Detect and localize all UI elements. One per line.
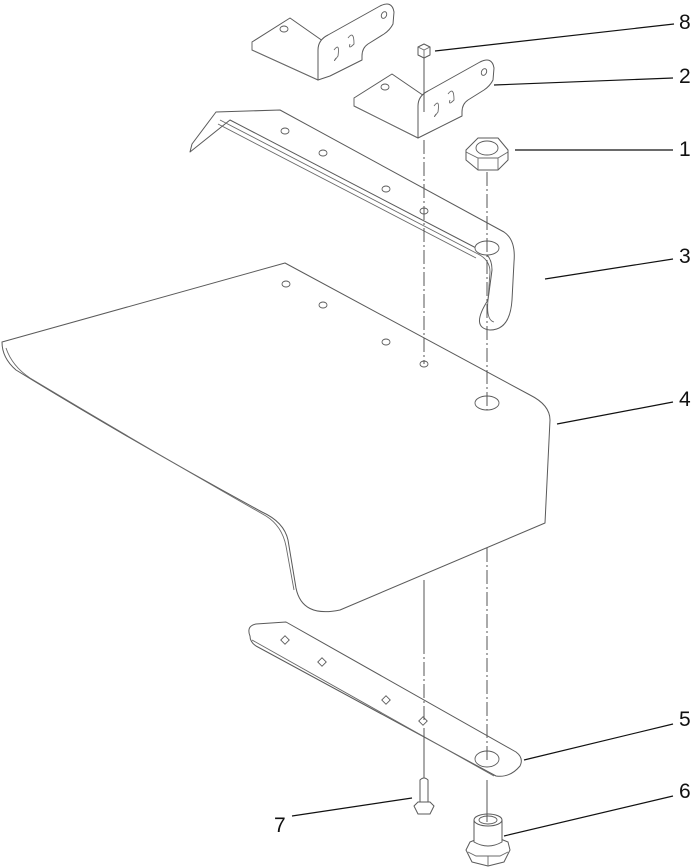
callout-3: 3 <box>679 245 691 268</box>
callout-4: 4 <box>679 388 691 411</box>
assembly-axis-lines <box>423 58 488 822</box>
flange-nut-part-8 <box>417 43 431 59</box>
carriage-bolt-part-7 <box>413 777 435 815</box>
callout-7: 7 <box>274 814 286 837</box>
flanged-bushing-part-6 <box>465 813 511 867</box>
callout-8: 8 <box>679 11 691 34</box>
callout-2: 2 <box>679 65 691 88</box>
leader-lines <box>291 23 675 837</box>
backing-strap-part-5 <box>248 621 522 777</box>
bracket-upper <box>251 3 395 81</box>
bracket-part-2 <box>353 59 495 139</box>
callout-1: 1 <box>679 138 691 161</box>
callout-6: 6 <box>679 780 691 803</box>
hex-nut-part-1 <box>465 137 509 171</box>
callout-5: 5 <box>679 708 691 731</box>
deflector-shield-part-4 <box>1 262 551 613</box>
